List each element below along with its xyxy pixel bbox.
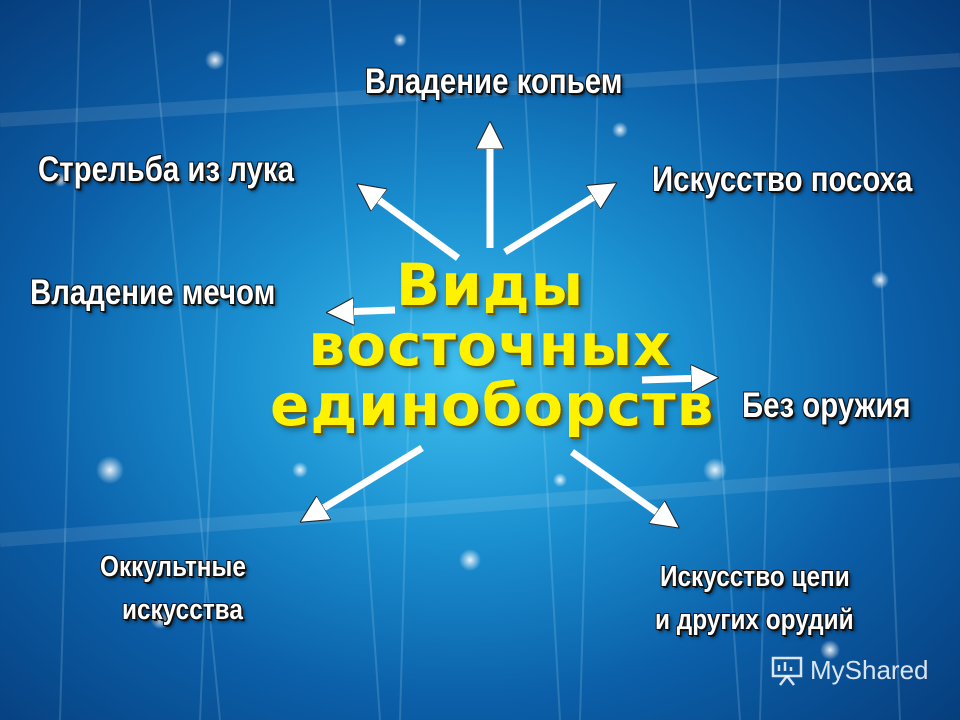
watermark: MyShared	[770, 655, 929, 686]
presentation-board-icon	[771, 656, 803, 686]
arrow-up-left-archery	[368, 192, 461, 261]
arrow-up-right-staff	[503, 190, 605, 255]
slide-title: Виды восточных единоборств	[270, 251, 715, 439]
arrow-down-right-chain	[569, 449, 668, 520]
label-spear: Владение копьем	[365, 62, 623, 101]
label-archery: Стрельба из лука	[38, 150, 294, 189]
watermark-text: MyShared	[810, 655, 929, 685]
title-line-2: восточных	[308, 311, 672, 379]
label-chain-line-2: и других орудий	[655, 604, 854, 636]
label-chain-line-1: Искусство цепи	[660, 561, 850, 593]
label-occult-line-2: искусства	[122, 594, 243, 626]
arrow-right-unarmed	[641, 378, 705, 380]
label-occult-line-1: Оккультные	[100, 551, 246, 583]
label-unarmed: Без оружия	[742, 386, 911, 425]
label-sword: Владение мечом	[30, 273, 276, 312]
arrow-down-left-occult	[312, 445, 424, 515]
label-staff: Искусство посоха	[652, 160, 913, 199]
title-line-3: единоборств	[270, 371, 715, 439]
arrow-left-sword	[340, 310, 396, 312]
title-line-1: Виды	[395, 251, 585, 319]
